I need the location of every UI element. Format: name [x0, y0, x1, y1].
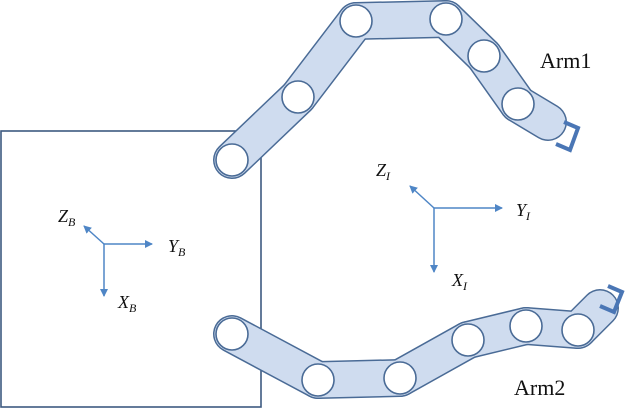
base-z-axis-arrow [83, 225, 105, 245]
arm1-gripper-icon [555, 120, 581, 153]
arm2-joint-1 [215, 317, 249, 351]
inertial-z-axis-arrow [409, 185, 435, 209]
arm2-joint-2 [301, 363, 335, 397]
arm1-joints [215, 2, 535, 177]
base-frame-axes [83, 225, 153, 297]
arm2-links [213, 289, 619, 399]
arm2-joint-6 [561, 313, 595, 347]
arm1-joint-4 [429, 2, 463, 36]
arm2-joint-5 [509, 309, 543, 343]
arm2-gripper-icon [599, 284, 625, 315]
inertial-y-label: YI [516, 200, 531, 223]
arm2-joints [215, 309, 595, 397]
arm2-joint-4 [451, 323, 485, 357]
inertial-z-label: ZI [376, 160, 391, 183]
inertial-frame-axes [409, 185, 503, 273]
base-y-label: YB [168, 236, 186, 259]
arm1-joint-5 [467, 39, 501, 73]
arm2-label: Arm2 [514, 375, 565, 400]
arm2-joint-3 [383, 361, 417, 395]
arm1-links [213, 0, 567, 179]
base-z-label: ZB [58, 206, 76, 229]
arm1-joint-6 [501, 87, 535, 121]
base-body-box [0, 130, 262, 408]
inertial-x-label: XI [451, 270, 468, 293]
arm1-joint-1 [215, 143, 249, 177]
arm1-joint-3 [339, 4, 373, 38]
arm1-label: Arm1 [540, 48, 591, 73]
base-x-label: XB [117, 292, 137, 315]
arm1-joint-2 [281, 80, 315, 114]
